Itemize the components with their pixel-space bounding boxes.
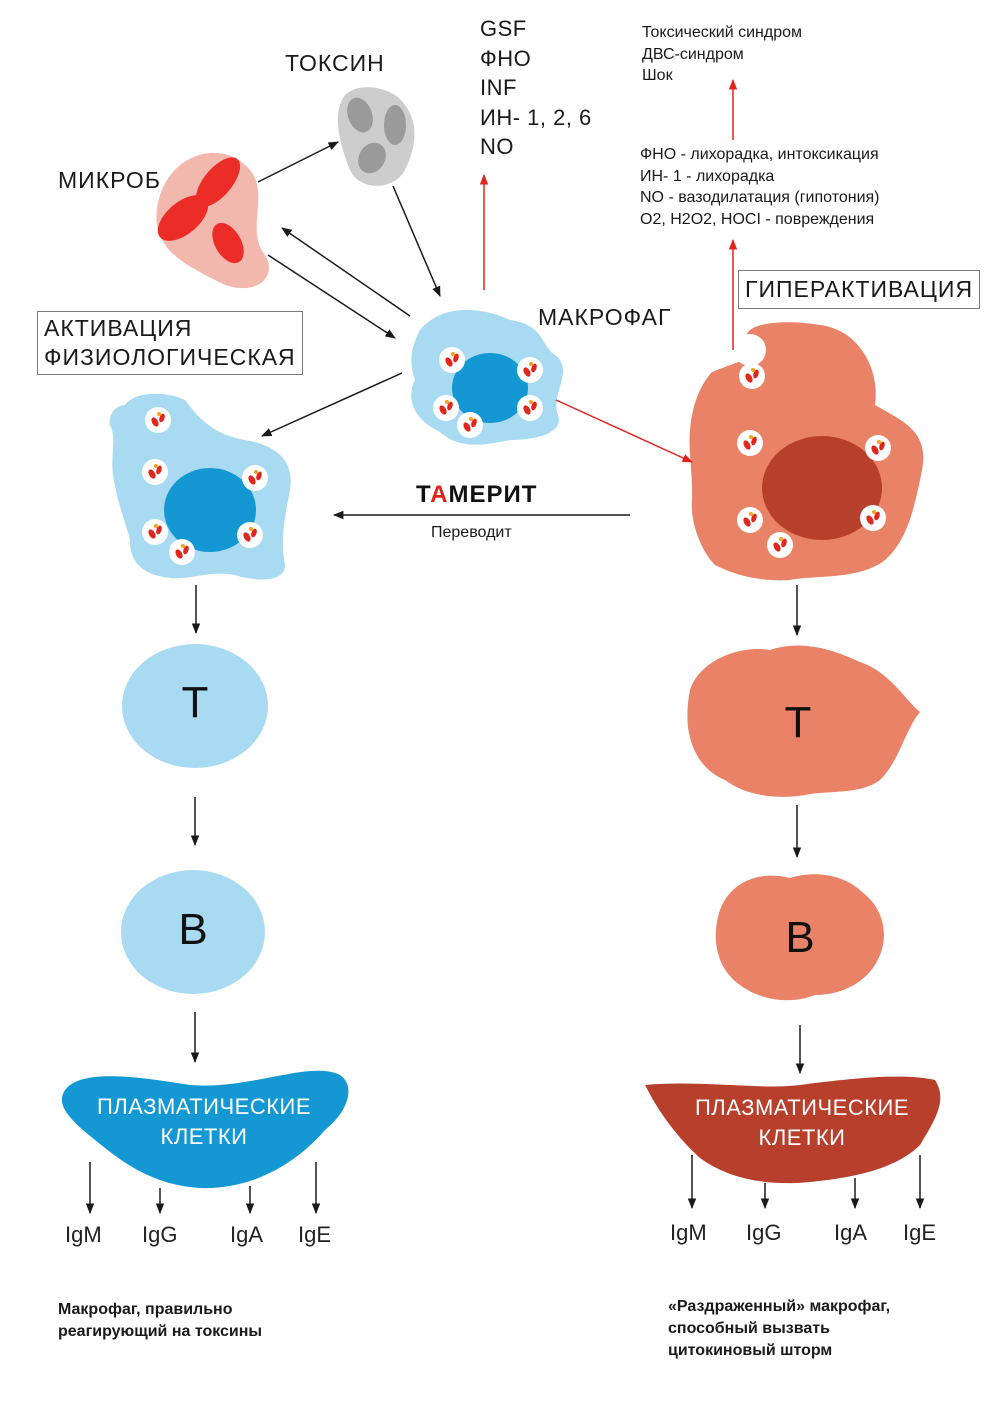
tamerit-brand: ТАМЕРИТ — [416, 481, 537, 509]
microbe-label: МИКРОБ — [58, 167, 161, 193]
brand-accent: А — [430, 481, 449, 508]
effect-item: NO - вазодилатация (гипотония) — [640, 189, 880, 206]
cytokine-item: INF — [480, 75, 517, 100]
right-macrophage — [689, 322, 924, 581]
cytokine-item: ФНО — [480, 45, 532, 71]
macrophage-label: МАКРОФАГ — [538, 304, 672, 330]
caption-line: «Раздраженный» макрофаг, — [668, 1298, 891, 1315]
macrophage-to-left-arrow — [261, 372, 403, 437]
toxin-to-macrophage-arrow — [392, 185, 441, 297]
microbe-to-toxin-arrow — [257, 141, 339, 183]
left-plasma-cell — [61, 1070, 349, 1189]
left-igg-label: IgG — [142, 1222, 178, 1247]
plasma-line: КЛЕТКИ — [160, 1124, 248, 1149]
syndrome-item: Шок — [642, 67, 673, 84]
activation-line: ФИЗИОЛОГИЧЕСКАЯ — [44, 344, 296, 370]
left-iga-label: IgA — [230, 1222, 264, 1247]
right-b-cell — [715, 874, 884, 1001]
hyperactivation-label: ГИПЕРАКТИВАЦИЯ — [738, 270, 981, 309]
brand-first: Т — [416, 481, 431, 508]
right-igm-label: IgM — [670, 1220, 707, 1245]
right-iga-label: IgA — [834, 1220, 868, 1245]
left-t-cell — [122, 644, 268, 768]
caption-line: Макрофаг, правильно — [58, 1301, 233, 1318]
left-b-cell-label: B — [178, 905, 208, 954]
right-caption: «Раздраженный» макрофаг, способный вызва… — [668, 1296, 890, 1362]
macrophage-to-microbe-arrow — [281, 227, 411, 317]
plasma-line: КЛЕТКИ — [758, 1125, 846, 1150]
effect-list: ФНО - лихорадка, интоксикация ИН- 1 - ли… — [640, 144, 880, 230]
left-caption: Макрофаг, правильно реагирующий на токси… — [58, 1299, 262, 1343]
cytokine-item: GSF — [480, 16, 527, 41]
syndrome-item: Токсический синдром — [642, 24, 802, 41]
physiological-activation-label: АКТИВАЦИЯ ФИЗИОЛОГИЧЕСКАЯ — [37, 311, 303, 375]
right-ige-label: IgE — [903, 1220, 937, 1245]
left-t-cell-label: T — [181, 678, 209, 727]
effect-item: О2, Н2О2, НОСI - повреждения — [640, 210, 875, 228]
left-plasma-label: ПЛАЗМАТИЧЕСКИЕ КЛЕТКИ — [64, 1092, 344, 1152]
translate-label: Переводит — [431, 524, 512, 541]
left-ige-label: IgE — [298, 1222, 332, 1247]
caption-line: реагирующий на токсины — [58, 1323, 263, 1340]
syndrome-list: Токсический синдром ДВС-синдром Шок — [642, 22, 802, 87]
left-b-cell — [121, 870, 265, 994]
microbe-illustration — [156, 152, 269, 289]
brand-rest: МЕРИТ — [448, 481, 538, 508]
cytokine-list: GSF ФНО INF ИН- 1, 2, 6 NO — [480, 14, 592, 162]
right-b-cell-label: B — [785, 913, 815, 962]
syndrome-item: ДВС-синдром — [642, 45, 744, 63]
effect-item: ФНО - лихорадка, интоксикация — [640, 146, 879, 163]
caption-line: способный вызвать — [668, 1320, 830, 1337]
left-macrophage — [109, 393, 291, 580]
macrophage-to-hyper-arrow — [555, 399, 693, 463]
microbe-to-macrophage-arrow — [267, 254, 396, 339]
cytokine-item: ИН- 1, 2, 6 — [480, 104, 592, 130]
right-t-cell-label: T — [784, 698, 812, 747]
right-t-cell — [687, 645, 920, 797]
right-igg-label: IgG — [746, 1220, 782, 1245]
toxin-illustration — [337, 87, 415, 186]
central-macrophage — [411, 310, 563, 445]
plasma-line: ПЛАЗМАТИЧЕСКИЕ — [694, 1095, 910, 1120]
cytokine-item: NO — [480, 134, 514, 159]
activation-line: АКТИВАЦИЯ — [44, 315, 193, 341]
right-plasma-cell — [645, 1076, 941, 1184]
toxin-label: ТОКСИН — [285, 50, 385, 76]
right-plasma-label: ПЛАЗМАТИЧЕСКИЕ КЛЕТКИ — [662, 1093, 942, 1153]
left-igm-label: IgM — [65, 1222, 102, 1247]
effect-item: ИН- 1 - лихорадка — [640, 167, 775, 185]
plasma-line: ПЛАЗМАТИЧЕСКИЕ — [96, 1094, 312, 1119]
caption-line: цитокиновый шторм — [668, 1342, 833, 1359]
